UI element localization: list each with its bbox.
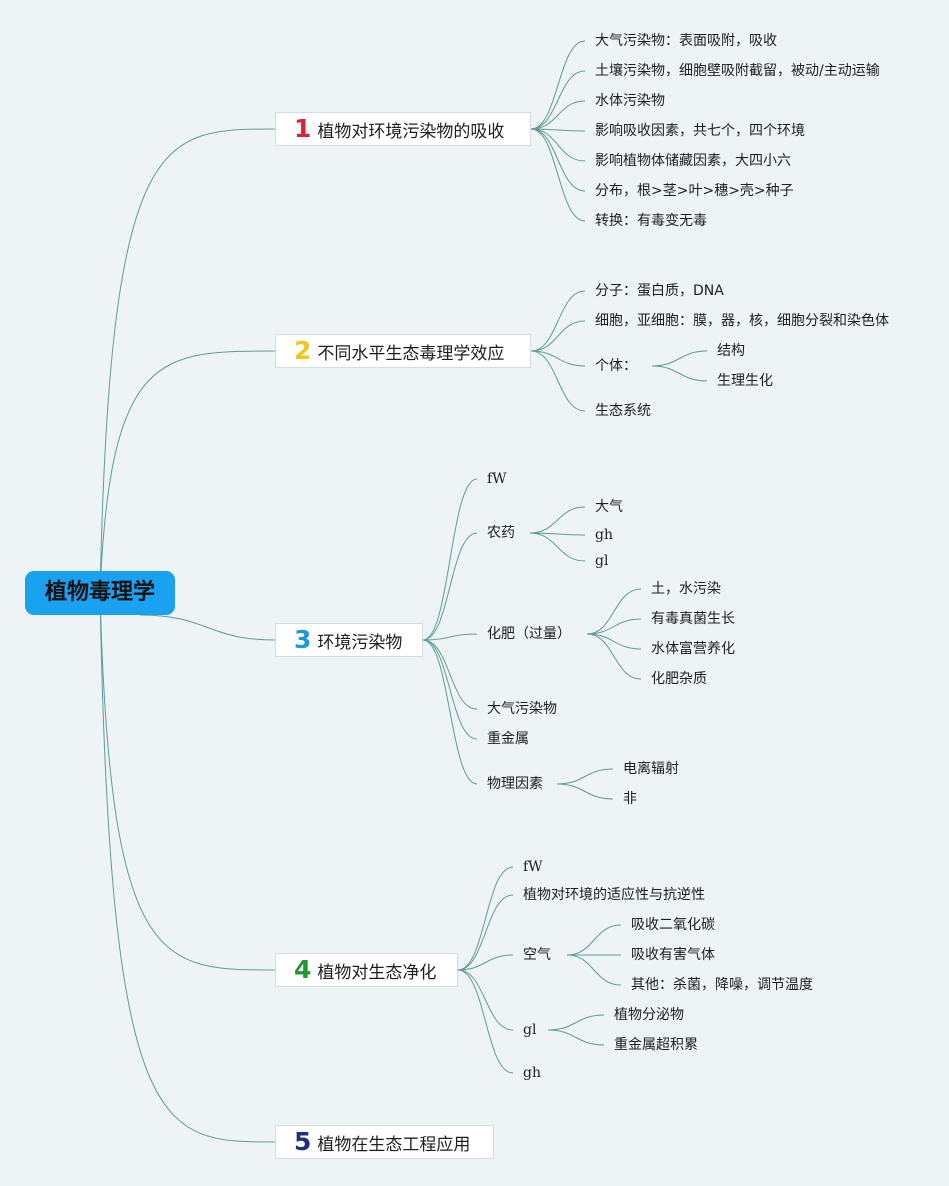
- b1-item-5[interactable]: 影响植物体储藏因素，大四小六: [595, 153, 791, 169]
- link-b3-3: [422, 633, 478, 641]
- link-b3-2-1: [529, 506, 586, 534]
- branch-3[interactable]: 3 环境污染物: [275, 623, 423, 657]
- b1-item-7[interactable]: 转换：有毒变无毒: [595, 213, 707, 229]
- branch-3-label: 环境污染物: [317, 632, 403, 653]
- b3-item-4[interactable]: 大气污染物: [487, 701, 557, 717]
- link-root-b2: [99, 350, 276, 594]
- branch-1[interactable]: 1 植物对环境污染物的吸收: [275, 112, 531, 146]
- b4-item-3-sub-3[interactable]: 其他：杀菌，降噪，调节温度: [631, 977, 813, 993]
- b3-item-3[interactable]: 化肥（过量）: [487, 626, 571, 642]
- link-root-b1: [99, 128, 276, 594]
- link-b4-1: [457, 866, 514, 971]
- branch-5-label: 植物在生态工程应用: [317, 1134, 471, 1155]
- link-b2-3-2: [651, 365, 708, 382]
- branch-4-number: 4: [294, 955, 312, 984]
- b4-item-2[interactable]: 植物对环境的适应性与抗逆性: [523, 887, 705, 903]
- link-b1-5: [530, 128, 586, 162]
- b1-item-3[interactable]: 水体污染物: [595, 93, 665, 109]
- b4-item-3-sub-2[interactable]: 吸收有害气体: [631, 947, 715, 963]
- link-b1-7: [530, 128, 586, 222]
- b3-item-3-sub-3[interactable]: 水体富营养化: [651, 641, 735, 657]
- link-b1-3: [530, 100, 586, 130]
- root-node[interactable]: 植物毒理学: [25, 571, 175, 615]
- link-b4-5: [457, 969, 514, 1074]
- link-b2-1: [530, 290, 586, 352]
- link-b1-6: [530, 128, 586, 192]
- link-b2-4: [530, 350, 586, 412]
- b3-item-2[interactable]: 农药: [487, 525, 515, 541]
- link-b4-4-2: [547, 1029, 605, 1046]
- link-b1-1: [530, 40, 586, 130]
- b2-item-3[interactable]: 个体：: [595, 358, 637, 374]
- b3-item-6-sub-2[interactable]: 非: [623, 791, 637, 807]
- branch-3-number: 3: [294, 625, 312, 654]
- link-root-b4: [99, 592, 276, 971]
- b3-item-3-sub-1[interactable]: 土，水污染: [651, 581, 721, 597]
- link-b3-2: [422, 532, 478, 641]
- b4-item-4-sub-2[interactable]: 重金属超积累: [614, 1037, 698, 1053]
- b4-item-4-sub-1[interactable]: 植物分泌物: [614, 1007, 684, 1023]
- b3-item-3-sub-4[interactable]: 化肥杂质: [651, 671, 707, 687]
- link-root-b3: [139, 614, 276, 641]
- branch-4[interactable]: 4 植物对生态净化: [275, 953, 458, 987]
- link-b3-1: [422, 478, 478, 641]
- b3-item-2-sub-2[interactable]: gh: [595, 527, 613, 543]
- link-b3-3-1: [586, 588, 642, 635]
- link-b3-6-2: [556, 783, 614, 800]
- b4-item-1[interactable]: fW: [523, 859, 543, 875]
- link-b4-3: [457, 954, 514, 971]
- branch-5-number: 5: [294, 1127, 312, 1156]
- b4-item-3[interactable]: 空气: [523, 947, 551, 963]
- b4-item-5[interactable]: gh: [523, 1065, 541, 1081]
- link-root-b5: [99, 592, 276, 1143]
- b3-item-2-sub-1[interactable]: 大气: [595, 499, 623, 515]
- link-b3-3-3: [586, 633, 642, 650]
- link-b2-3-1: [651, 350, 708, 367]
- link-b1-2: [530, 70, 586, 130]
- b4-item-3-sub-1[interactable]: 吸收二氧化碳: [631, 917, 715, 933]
- b1-item-4[interactable]: 影响吸收因素，共七个，四个环境: [595, 123, 805, 139]
- branch-2[interactable]: 2 不同水平生态毒理学效应: [275, 334, 531, 368]
- b3-item-2-sub-3[interactable]: gl: [595, 553, 609, 569]
- link-b4-4-1: [547, 1014, 605, 1031]
- b2-item-1[interactable]: 分子：蛋白质，DNA: [595, 283, 724, 299]
- link-b4-3-1: [566, 924, 622, 956]
- link-b3-5: [422, 639, 478, 740]
- branch-1-number: 1: [294, 114, 312, 143]
- link-b3-6-1: [556, 768, 614, 785]
- branch-2-number: 2: [294, 336, 312, 365]
- branch-4-label: 植物对生态净化: [317, 962, 437, 983]
- link-b1-4: [530, 128, 586, 132]
- b3-item-1[interactable]: fW: [487, 471, 507, 487]
- b1-item-1[interactable]: 大气污染物：表面吸附，吸收: [595, 33, 777, 49]
- b3-item-6[interactable]: 物理因素: [487, 776, 543, 792]
- link-b2-2: [530, 320, 586, 352]
- b3-item-6-sub-1[interactable]: 电离辐射: [623, 761, 679, 777]
- b2-item-3-sub-1[interactable]: 结构: [717, 343, 745, 359]
- link-b4-4: [457, 969, 514, 1031]
- b4-item-4[interactable]: gl: [523, 1022, 537, 1038]
- link-b3-3-4: [586, 633, 642, 680]
- b3-item-3-sub-2[interactable]: 有毒真菌生长: [651, 611, 735, 627]
- branch-2-label: 不同水平生态毒理学效应: [317, 343, 505, 364]
- b2-item-3-sub-2[interactable]: 生理生化: [717, 373, 773, 389]
- b1-item-6[interactable]: 分布，根>茎>叶>穗>壳>种子: [595, 183, 794, 199]
- b3-item-5[interactable]: 重金属: [487, 731, 529, 747]
- link-b3-2-3: [529, 532, 586, 562]
- branch-1-label: 植物对环境污染物的吸收: [317, 121, 505, 142]
- b2-item-4[interactable]: 生态系统: [595, 403, 651, 419]
- link-b3-4: [422, 639, 478, 710]
- link-b4-2: [457, 894, 514, 971]
- b2-item-2[interactable]: 细胞，亚细胞：膜，器，核，细胞分裂和染色体: [595, 313, 889, 329]
- link-b2-3: [530, 350, 586, 367]
- link-b3-6: [422, 639, 478, 785]
- branch-5[interactable]: 5 植物在生态工程应用: [275, 1125, 494, 1159]
- b1-item-2[interactable]: 土壤污染物，细胞壁吸附截留，被动/主动运输: [595, 63, 880, 79]
- link-b4-3-3: [566, 954, 622, 986]
- link-b3-3-2: [586, 618, 642, 635]
